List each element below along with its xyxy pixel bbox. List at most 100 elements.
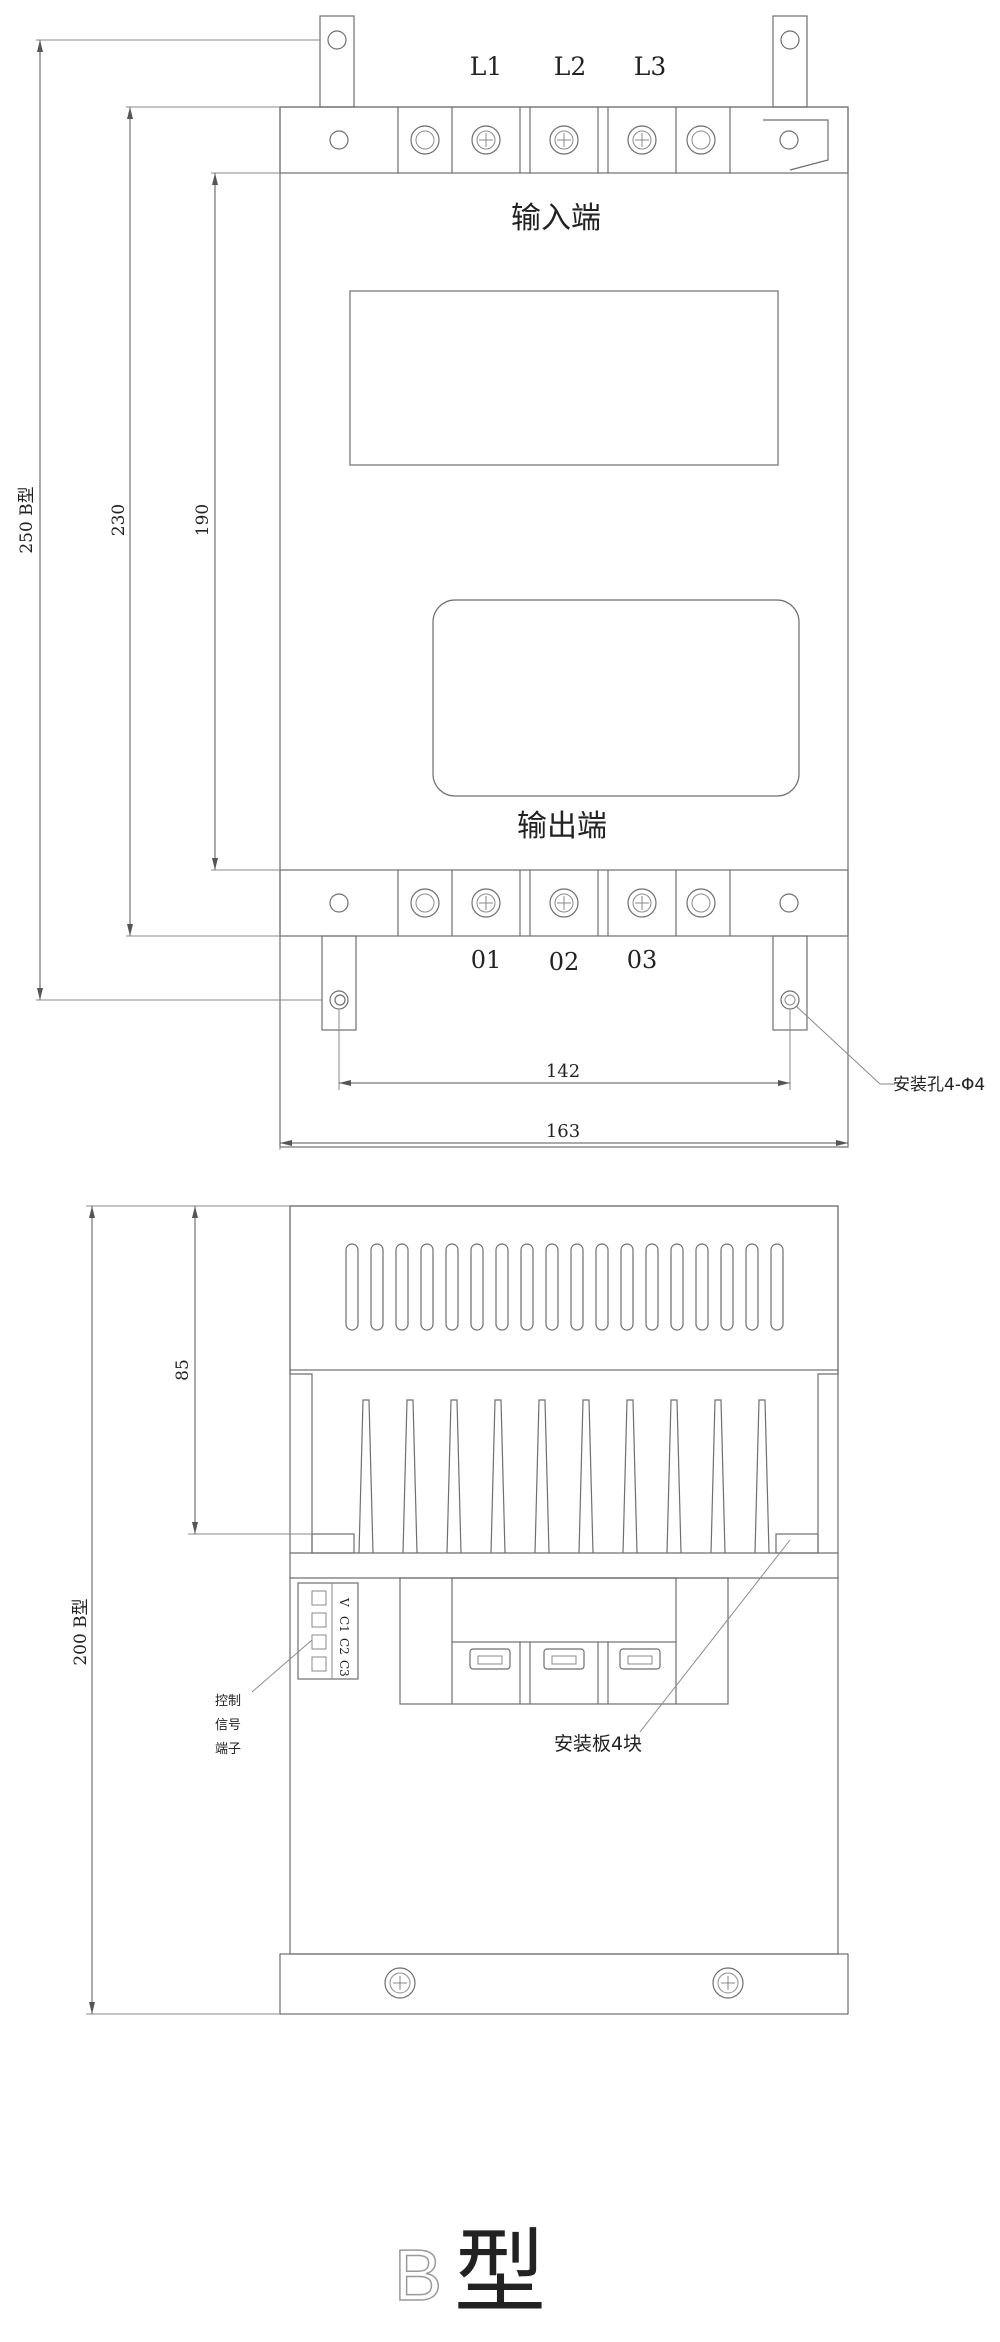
heatsink-fin [490,1399,506,1554]
vent-slot [445,1243,459,1331]
model-letter: B [394,2236,442,2316]
dim-height-side: 200 B型 [71,1598,91,1665]
mount-hole-leader [795,1005,895,1085]
vent-slot [345,1243,359,1331]
input-terminal-strip [279,106,849,174]
top-view: L1 L2 L3 01 02 03 输入端 输出端 250 B型 230 190 [17,15,985,1150]
terminal-label-l2: L2 [554,52,587,81]
body-outline [279,106,849,1148]
terminal-label-o2: 02 [549,948,580,976]
mount-plate-note: 安装板4块 [554,1733,642,1755]
vent-slot [370,1243,384,1331]
vent-slots [345,1243,784,1331]
vent-slot [395,1243,409,1331]
mount-hole-icon [329,990,349,1010]
vent-slot [770,1243,784,1331]
mount-tab-top-right [772,15,808,108]
vent-slot [470,1243,484,1331]
terminal-housing [399,1577,729,1705]
terminal-upper [451,1577,677,1643]
vent-slot [570,1243,584,1331]
screw-icon [712,1967,744,1999]
heatsink-fin [358,1399,374,1554]
hole-icon [779,130,799,150]
heatsink-fin [402,1399,418,1554]
heatsink-fin [666,1399,682,1554]
hole-icon [779,893,799,913]
screw-icon [627,888,657,918]
screw-icon [549,125,579,155]
display-window [349,290,779,466]
hole-icon [410,125,440,155]
vent-slot [520,1243,534,1331]
plate-leader [639,1539,791,1733]
heatsink-fins [358,1399,770,1554]
vent-slot [645,1243,659,1331]
control-label-2: 信号 [215,1718,241,1733]
pin-label-v: V [337,1597,351,1607]
model-suffix: 型 [454,2219,546,2326]
heatsink-fin [578,1399,594,1554]
screw-icon [549,888,579,918]
vent-slot [420,1243,434,1331]
output-label: 输出端 [517,809,607,844]
terminal-label-l1: L1 [470,52,503,81]
screw-icon [471,125,501,155]
control-label-1: 控制 [215,1694,241,1709]
mount-hole-icon [327,30,347,50]
dim-height-inner: 190 [193,504,213,536]
heatsink-fin [710,1399,726,1554]
control-leader [251,1639,313,1693]
terminal-label-o1: 01 [471,946,502,974]
base-plate [279,1953,849,2015]
terminal-label-o3: 03 [627,946,658,974]
dim-height-total: 250 B型 [17,486,37,553]
cover-panel [289,1205,839,1371]
mount-hole-note: 安装孔4-Φ4 [893,1075,985,1095]
pin-label-c3: C3 [337,1660,351,1677]
pin-label-c1: C1 [337,1616,351,1633]
terminal-clip-icon [619,1648,661,1670]
heatsink-fin [622,1399,638,1554]
side-view: V C1 C2 C3 控制 信号 端子 安装板4块 200 B型 [71,1205,849,2015]
vent-slot [545,1243,559,1331]
vent-slot [620,1243,634,1331]
screw-icon [627,125,657,155]
control-connector: V C1 C2 C3 [297,1582,359,1680]
vent-slot [670,1243,684,1331]
heatsink-fin [446,1399,462,1554]
pin-label-c2: C2 [337,1638,351,1655]
dim-hole-spacing: 142 [546,1061,580,1082]
mount-hole-icon [780,990,800,1010]
side-body-outline [289,1205,839,1955]
dim-heatsink: 85 [173,1359,193,1381]
hole-icon [686,125,716,155]
vent-slot [695,1243,709,1331]
hole-icon [329,893,349,913]
terminal-clip-icon [543,1648,585,1670]
mount-hole-icon [780,30,800,50]
mount-plate [311,1533,355,1554]
screw-icon [471,888,501,918]
heatsink-fin [534,1399,550,1554]
terminal-label-l3: L3 [634,52,667,81]
vent-slot [595,1243,609,1331]
heatsink-fin [754,1399,770,1554]
terminal-clip-icon [469,1648,511,1670]
hole-icon [686,888,716,918]
dim-width: 163 [546,1121,580,1142]
label-window [432,599,800,797]
cover-latch [763,119,829,171]
model-label: B 型 [393,2219,546,2326]
screw-icon [384,1967,416,1999]
vent-slot [720,1243,734,1331]
hole-icon [410,888,440,918]
dim-height-body: 230 [109,504,129,536]
hole-icon [329,130,349,150]
output-terminal-strip [279,869,849,937]
mount-tab-top-left [319,15,355,108]
control-label-3: 端子 [215,1742,241,1757]
vent-slot [495,1243,509,1331]
mount-plate [775,1533,819,1554]
